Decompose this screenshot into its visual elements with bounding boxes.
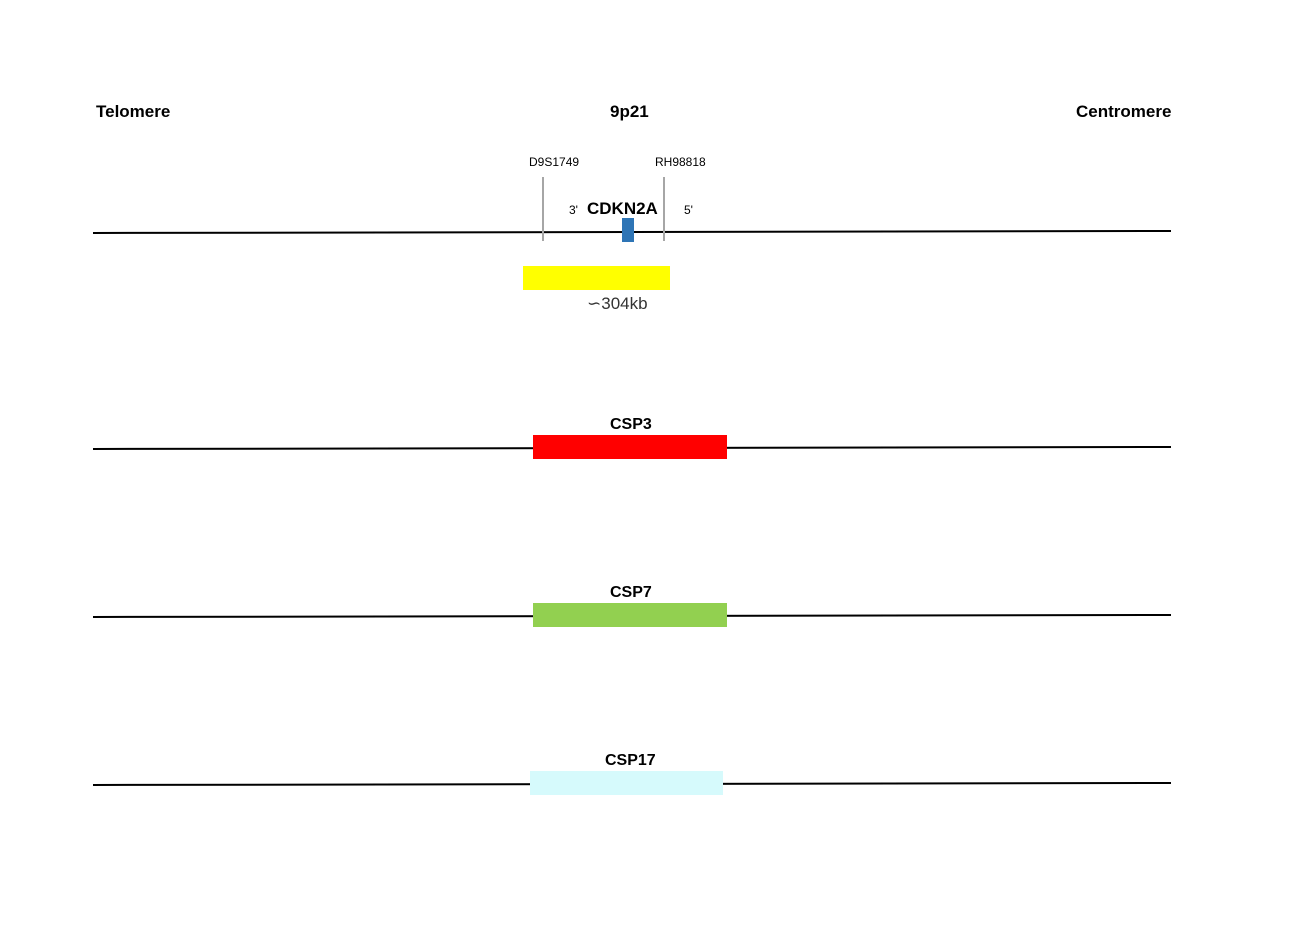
cdkn2a-gene-box: [622, 218, 634, 242]
strand-3prime-label: 3': [569, 203, 578, 217]
telomere-label: Telomere: [96, 102, 171, 121]
region-bar: [523, 266, 670, 290]
probe-label-csp3: CSP3: [610, 416, 652, 433]
csp3-probe-bar: [533, 435, 727, 459]
probe-label-csp17: CSP17: [605, 752, 656, 769]
probe-label-csp7: CSP7: [610, 584, 652, 601]
marker-label-d9s1749: D9S1749: [529, 155, 580, 169]
region-title-label: 9p21: [610, 102, 649, 121]
csp7-probe-bar: [533, 603, 727, 627]
marker-label-rh98818: RH98818: [655, 155, 706, 169]
csp17-probe-bar: [530, 771, 723, 795]
centromere-label: Centromere: [1076, 102, 1172, 121]
gene-label-cdkn2a: CDKN2A: [587, 199, 658, 218]
strand-5prime-label: 5': [684, 203, 693, 217]
region-size-label: ∽304kb: [587, 294, 648, 313]
